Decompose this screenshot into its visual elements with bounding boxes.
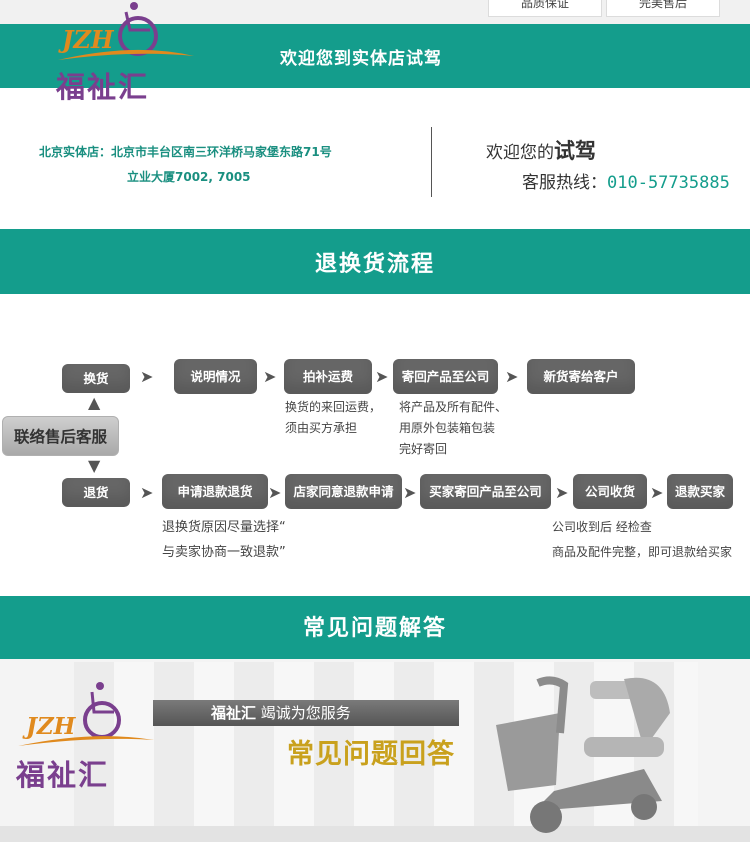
exchange-step-explain: 说明情况 [174, 359, 257, 394]
test-drive-welcome: 欢迎您的试驾 [486, 139, 596, 163]
exchange-step-return: 寄回产品至公司 [393, 359, 498, 394]
note-freight: 换货的来回运费， 须由买方承担 [285, 400, 382, 435]
mobility-scooter-image [496, 676, 670, 833]
refund-start: 退货 [62, 478, 130, 507]
divider [431, 127, 432, 197]
wheelchair-logo-icon: JZH [58, 2, 194, 60]
refund-step-apply: 申请退款退货 [162, 474, 268, 509]
faq-section-title: 常见问题解答 [302, 616, 447, 641]
refund-step-approve: 店家同意退款申请 [285, 474, 402, 509]
banner-logo: JZH 福祉汇 [14, 680, 164, 792]
arrow-right-icon: ➤ [375, 367, 389, 386]
exchange-start: 换货 [62, 364, 130, 393]
note-packaging: 将产品及所有配件、 用原外包装箱包装 完好寄回 [399, 400, 508, 456]
hotline-number[interactable]: 010-57735885 [607, 173, 730, 193]
brand-logo: JZH 福祉汇 [54, 0, 204, 104]
welcome-title: 欢迎您到实体店试驾 [280, 49, 442, 69]
arrow-right-icon: ➤ [263, 367, 277, 386]
faq-section-header: 常见问题解答 [0, 596, 750, 659]
faq-banner-title: 常见问题回答 [287, 739, 455, 770]
contact-after-sales[interactable]: 联络售后客服 [2, 416, 119, 456]
banner-logo-name: 福祉汇 [16, 758, 110, 792]
arrow-down-icon: ▼ [88, 456, 101, 475]
exchange-step-freight: 拍补运费 [284, 359, 372, 394]
arrow-right-icon: ➤ [403, 483, 417, 502]
exchange-step-ship: 新货寄给客户 [527, 359, 635, 394]
refund-step-refund: 退款买家 [667, 474, 733, 509]
note-refund: 公司收到后 经检查 商品及配件完整，即可退款给买家 [552, 520, 733, 559]
arrow-right-icon: ➤ [268, 483, 282, 502]
store-address-line2: 立业大厦7002, 7005 [127, 170, 251, 184]
logo-name: 福祉汇 [56, 70, 150, 104]
arrow-right-icon: ➤ [505, 367, 519, 386]
welcome-banner: 欢迎您到实体店试驾 [0, 24, 750, 88]
wheelchair-logo-icon: JZH [18, 682, 154, 746]
logo-letters: JZH [58, 25, 115, 54]
hotline: 客服热线：010-57735885 [522, 173, 730, 193]
note-reason: 退换货原因尽量选择“ 与卖家协商一致退款” [162, 520, 286, 560]
arrow-up-icon: ▲ [88, 393, 101, 412]
refund-step-return: 买家寄回产品至公司 [420, 474, 551, 509]
faq-banner [0, 659, 750, 842]
return-section-header: 退换货流程 [0, 229, 750, 294]
arrow-right-icon: ➤ [555, 483, 569, 502]
store-address-line1: 北京实体店：北京市丰台区南三环洋桥马家堡东路71号 [39, 145, 332, 159]
banner-slogan-bar: 福祉汇 竭诚为您服务 [153, 700, 459, 726]
arrow-right-icon: ➤ [140, 367, 154, 386]
logo-letters: JZH [22, 713, 77, 740]
arrow-right-icon: ➤ [140, 483, 154, 502]
top-strip: 品质保证 完美售后 [0, 0, 750, 24]
tab-after-sales[interactable]: 完美售后 [606, 0, 720, 17]
tab-quality[interactable]: 品质保证 [488, 0, 602, 17]
refund-step-receive: 公司收货 [573, 474, 647, 509]
arrow-right-icon: ➤ [650, 483, 664, 502]
return-section-title: 退换货流程 [314, 252, 435, 277]
